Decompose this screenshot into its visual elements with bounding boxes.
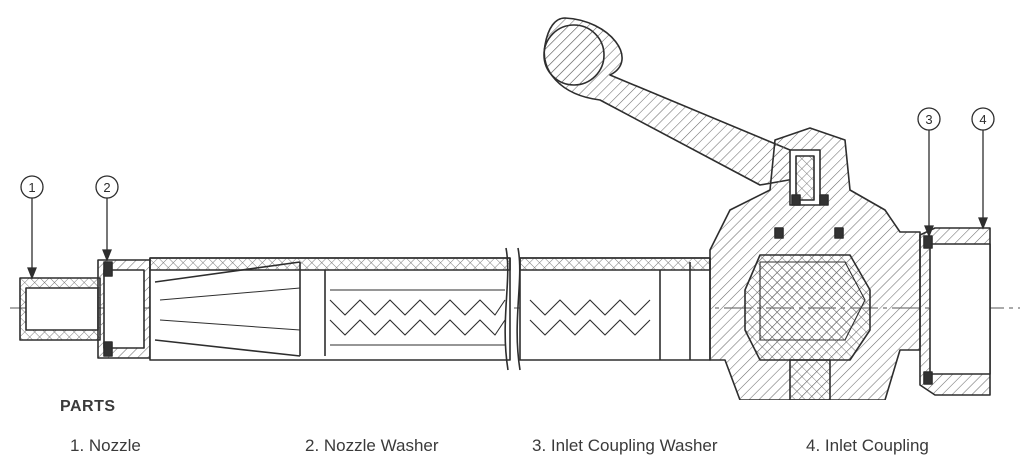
- part-label-nozzle: 1. Nozzle: [70, 436, 141, 455]
- hose-nozzle-section-drawing: 1 2 3 4: [10, 17, 1020, 400]
- part-label-nozzle-washer: 2. Nozzle Washer: [305, 436, 439, 455]
- nozzle-barrel-left: [149, 257, 511, 361]
- internal-vanes: [329, 289, 506, 346]
- break-line: [504, 247, 509, 371]
- valve-ball: [744, 254, 871, 400]
- nozzle-tip: [19, 277, 101, 341]
- part-label-inlet-coupling: 4. Inlet Coupling: [806, 436, 929, 455]
- parts-heading: PARTS: [60, 398, 116, 415]
- callout-number-3: 3: [925, 112, 932, 127]
- inlet-coupling: [919, 227, 991, 396]
- nozzle-washer-collar: [97, 259, 151, 359]
- callout-number-2: 2: [103, 180, 110, 195]
- callout-number-1: 1: [28, 180, 35, 195]
- part-label-inlet-coupling-washer: 3. Inlet Coupling Washer: [532, 436, 718, 455]
- valve-handle: [543, 17, 801, 186]
- nozzle-barrel-right: [519, 257, 711, 361]
- callout-number-4: 4: [979, 112, 986, 127]
